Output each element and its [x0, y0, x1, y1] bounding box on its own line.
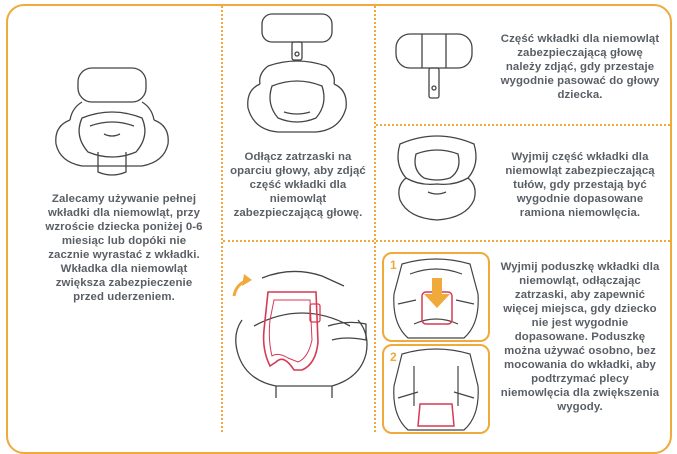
right-middle-text: Wyjmij część wkładki dla niemowląt zabez… — [498, 150, 662, 220]
torso-support-illustration — [394, 134, 480, 224]
right-bottom-text: Wyjmij poduszkę wkładki dla niemowląt, o… — [498, 260, 662, 414]
right-top-text: Część wkładki dla niemowląt zabezpieczaj… — [498, 32, 662, 102]
detach-headrest-illustration — [244, 12, 350, 140]
middle-panel-text: Odłącz zatrzaski na oparciu głowy, aby z… — [228, 150, 368, 220]
remove-cushion-illustration — [232, 270, 372, 402]
divider-row-2 — [223, 240, 670, 242]
step-2-panel: 2 — [382, 344, 490, 434]
full-insert-illustration — [52, 66, 172, 178]
left-panel-text: Zalecamy używanie pełnej wkładki dla nie… — [40, 192, 208, 304]
divider-col-2 — [374, 6, 376, 432]
divider-row-1 — [376, 124, 670, 126]
step-1-panel: 1 — [382, 252, 490, 342]
divider-col-1 — [221, 6, 223, 432]
head-support-illustration — [392, 30, 476, 104]
